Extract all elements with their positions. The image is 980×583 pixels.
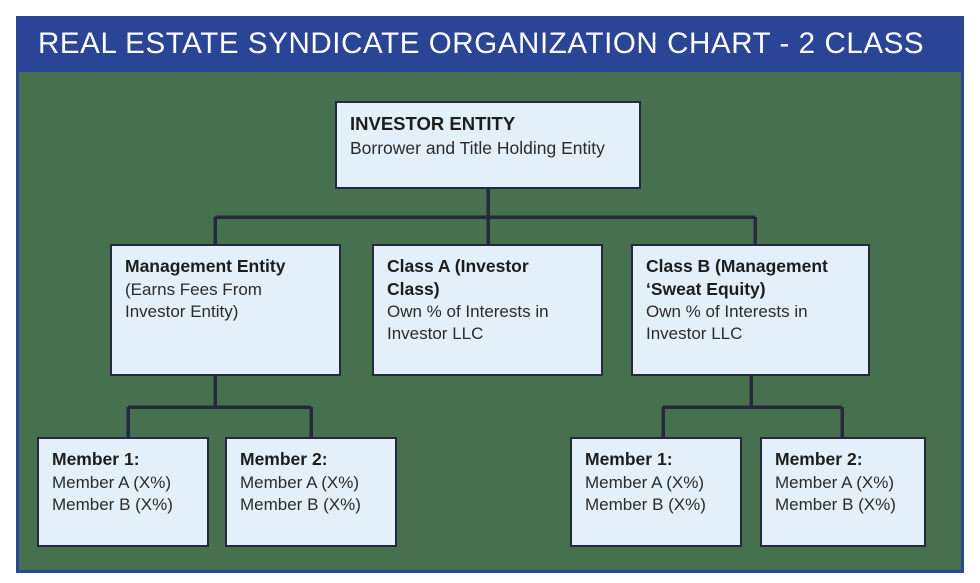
node-investor-entity-title: INVESTOR ENTITY (350, 113, 516, 134)
node-class-b-sub-line-1: Own % of Interests in (646, 302, 808, 322)
node-management-member-1-line-1: Member A (X%) (52, 472, 172, 492)
node-class-b-member-2[interactable]: Member 2: Member A (X%) Member B (X%) (760, 437, 926, 547)
node-class-b[interactable]: Class B (Management ‘Sweat Equity) Own %… (631, 244, 870, 376)
node-class-a-sub-line-2: Investor LLC (387, 324, 484, 344)
node-class-b-title-line-1: Class B (Management (646, 256, 828, 276)
node-class-b-member-2-line-2: Member B (X%) (775, 494, 896, 514)
node-class-a[interactable]: Class A (Investor Class) Own % of Intere… (372, 244, 603, 376)
node-investor-entity[interactable]: INVESTOR ENTITY Borrower and Title Holdi… (335, 101, 641, 189)
node-class-a-title-line-1: Class A (Investor (387, 256, 529, 276)
node-management-entity-sub-line-2: Investor Entity) (125, 301, 239, 321)
node-management-entity[interactable]: Management Entity (Earns Fees From Inves… (110, 244, 341, 376)
node-management-member-1[interactable]: Member 1: Member A (X%) Member B (X%) (37, 437, 209, 547)
node-class-a-title-line-2: Class) (387, 278, 440, 299)
node-class-b-title-line-2: ‘Sweat Equity) (646, 278, 766, 299)
node-class-b-member-1-line-2: Member B (X%) (585, 494, 706, 514)
node-investor-entity-subtitle: Borrower and Title Holding Entity (350, 137, 605, 158)
chart-title: REAL ESTATE SYNDICATE ORGANIZATION CHART… (38, 27, 925, 60)
node-management-member-1-title: Member 1: (52, 449, 140, 469)
node-class-b-member-1-title: Member 1: (585, 449, 673, 469)
node-class-b-member-2-title: Member 2: (775, 449, 863, 469)
node-management-member-2[interactable]: Member 2: Member A (X%) Member B (X%) (225, 437, 397, 547)
node-management-entity-title: Management Entity (125, 256, 286, 276)
node-management-member-2-title: Member 2: (240, 449, 328, 469)
chart-title-bar: REAL ESTATE SYNDICATE ORGANIZATION CHART… (16, 16, 964, 72)
node-class-b-member-1[interactable]: Member 1: Member A (X%) Member B (X%) (570, 437, 742, 547)
node-management-member-2-line-2: Member B (X%) (240, 494, 361, 514)
node-class-b-member-2-line-1: Member A (X%) (775, 472, 895, 492)
node-class-b-member-1-line-1: Member A (X%) (585, 472, 705, 492)
node-class-b-sub-line-2: Investor LLC (646, 324, 743, 344)
node-management-member-1-line-2: Member B (X%) (52, 494, 173, 514)
node-management-entity-sub-line-1: (Earns Fees From (125, 279, 262, 299)
node-management-member-2-line-1: Member A (X%) (240, 472, 360, 492)
node-class-a-sub-line-1: Own % of Interests in (387, 302, 549, 322)
